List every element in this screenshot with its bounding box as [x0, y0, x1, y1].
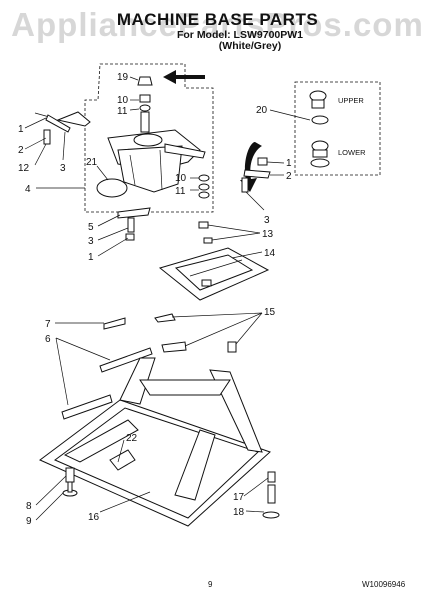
callout-9: 9 — [26, 516, 32, 527]
watermark: AppliancePartsPros.com — [11, 6, 424, 43]
callout-4: 4 — [25, 184, 31, 195]
upper-label: UPPER — [338, 96, 364, 105]
callout-7: 7 — [45, 319, 51, 330]
callout-13: 13 — [262, 229, 274, 240]
drive-belt — [96, 178, 128, 198]
callout-18: 18 — [233, 507, 245, 518]
motor-bracket-parts — [117, 207, 151, 241]
callout-14: 14 — [264, 248, 276, 259]
callout-10-right: 10 — [175, 173, 187, 184]
callout-3: 3 — [60, 163, 66, 174]
callout-1: 1 — [18, 124, 24, 135]
callout-19: 19 — [117, 72, 129, 83]
callout-1-center: 1 — [88, 252, 94, 263]
model-line: For Model: LSW9700PW1 — [176, 29, 303, 41]
page-title: MACHINE BASE PARTS — [116, 10, 319, 29]
base-frame — [39, 357, 271, 527]
inset-box — [294, 81, 381, 176]
leveling-feet — [62, 467, 280, 519]
part-stack-top — [137, 76, 153, 112]
callout-21: 21 — [86, 157, 98, 168]
transmission-assembly — [107, 111, 206, 193]
callout-2: 2 — [18, 145, 24, 156]
callout-12: 12 — [18, 163, 30, 174]
color-variant: (White/Grey) — [218, 40, 282, 52]
callout-17: 17 — [233, 492, 245, 503]
callout-20: 20 — [256, 105, 268, 116]
callout-11-right: 11 — [175, 186, 186, 197]
callout-10: 10 — [117, 95, 129, 106]
document-number: W10096946 — [362, 580, 406, 589]
callout-1-right: 1 — [286, 158, 292, 169]
callout-3-right: 3 — [264, 215, 270, 226]
motor-frame — [158, 247, 270, 301]
callout-5: 5 — [88, 222, 94, 233]
callout-22: 22 — [126, 433, 138, 444]
callout-16: 16 — [88, 512, 100, 523]
callout-6: 6 — [45, 334, 51, 345]
support-bars — [61, 317, 153, 420]
arrow-left-icon — [163, 70, 205, 84]
snubber-parts — [154, 313, 237, 353]
callout-3-center: 3 — [88, 236, 94, 247]
right-small-parts — [198, 157, 271, 199]
page-number: 9 — [208, 580, 213, 589]
leader-lines — [24, 76, 311, 521]
callout-15: 15 — [264, 307, 276, 318]
clips — [198, 221, 213, 244]
curved-arrow-icon — [240, 142, 262, 192]
callout-2-right: 2 — [286, 171, 292, 182]
callout-8: 8 — [26, 501, 32, 512]
callout-11: 11 — [117, 106, 128, 117]
lower-label: LOWER — [338, 148, 366, 157]
assembly-outline — [84, 63, 214, 213]
left-hardware — [34, 111, 91, 145]
